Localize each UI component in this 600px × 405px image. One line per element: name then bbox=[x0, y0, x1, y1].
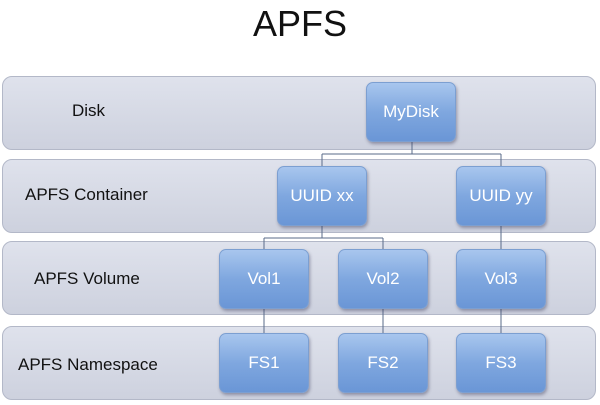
layer-label-container: APFS Container bbox=[25, 185, 148, 204]
node-vol1[interactable]: Vol1 bbox=[219, 249, 309, 309]
layer-label-volume: APFS Volume bbox=[34, 269, 140, 288]
layer-band-disk bbox=[2, 76, 596, 150]
diagram-title: APFS bbox=[252, 3, 348, 44]
node-fs1[interactable]: FS1 bbox=[219, 333, 309, 393]
node-vol2[interactable]: Vol2 bbox=[338, 249, 428, 309]
layer-label-namespace: APFS Namespace bbox=[18, 355, 158, 374]
node-mydisk[interactable]: MyDisk bbox=[366, 82, 456, 142]
node-vol3[interactable]: Vol3 bbox=[456, 249, 546, 309]
node-uuid-yy[interactable]: UUID yy bbox=[456, 166, 546, 226]
node-fs2[interactable]: FS2 bbox=[338, 333, 428, 393]
node-fs3[interactable]: FS3 bbox=[456, 333, 546, 393]
node-uuid-xx[interactable]: UUID xx bbox=[277, 166, 367, 226]
layer-label-disk: Disk bbox=[72, 101, 106, 120]
